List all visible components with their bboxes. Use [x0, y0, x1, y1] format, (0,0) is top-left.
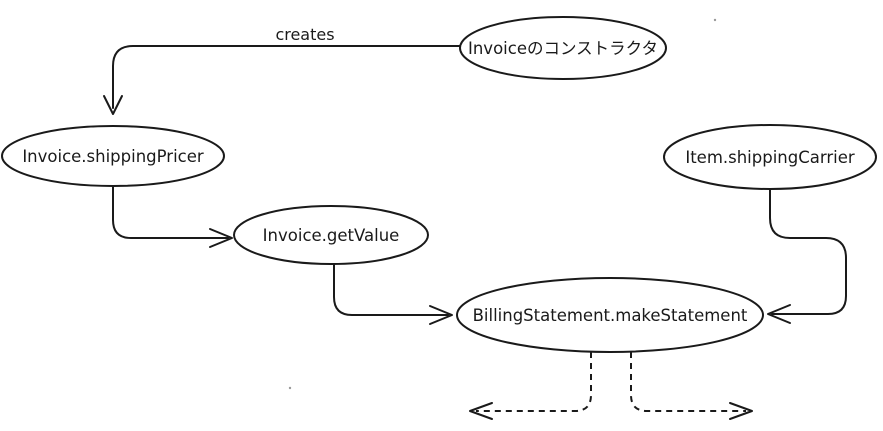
node-ellipse [1, 125, 225, 187]
arrowhead-to-get-value [209, 228, 233, 248]
node-invoice-constructor: Invoiceのコンストラクタ [459, 16, 667, 80]
node-label-invoice-shipping-pricer: Invoice.shippingPricer [22, 147, 204, 166]
node-label-billing-statement-make-statement: BillingStatement.makeStatement [473, 306, 748, 325]
node-ellipse [663, 124, 877, 190]
edge-dashed-outgoing-right [630, 352, 753, 420]
arrowhead-to-make-statement-left [429, 305, 453, 325]
node-ellipse [233, 205, 429, 265]
node-invoice-get-value: Invoice.getValue [233, 205, 429, 265]
node-ellipse [459, 16, 667, 80]
node-ellipse [456, 277, 764, 353]
node-label-item-shipping-carrier: Item.shippingCarrier [685, 148, 855, 167]
edge-shipping-pricer-to-get-value [112, 185, 233, 248]
edge-shipping-carrier-to-make-statement [767, 189, 847, 324]
arrowhead-dashed-left [469, 402, 493, 420]
edge-creates: creates [103, 25, 461, 115]
scan-speck [713, 18, 717, 22]
arrowhead-creates [103, 95, 123, 115]
node-billing-statement-make-statement: BillingStatement.makeStatement [456, 277, 764, 353]
node-label-invoice-constructor: Invoiceのコンストラクタ [468, 39, 658, 58]
node-item-shipping-carrier: Item.shippingCarrier [663, 124, 877, 190]
edge-dashed-outgoing-left [469, 352, 592, 420]
arrowhead-dashed-right [729, 402, 753, 420]
edge-label-creates: creates [275, 25, 334, 44]
scan-speck [288, 386, 292, 390]
node-label-invoice-get-value: Invoice.getValue [263, 226, 400, 245]
arrowhead-to-make-statement-right [767, 304, 791, 324]
node-invoice-shipping-pricer: Invoice.shippingPricer [1, 125, 225, 187]
edge-get-value-to-make-statement [333, 261, 453, 325]
